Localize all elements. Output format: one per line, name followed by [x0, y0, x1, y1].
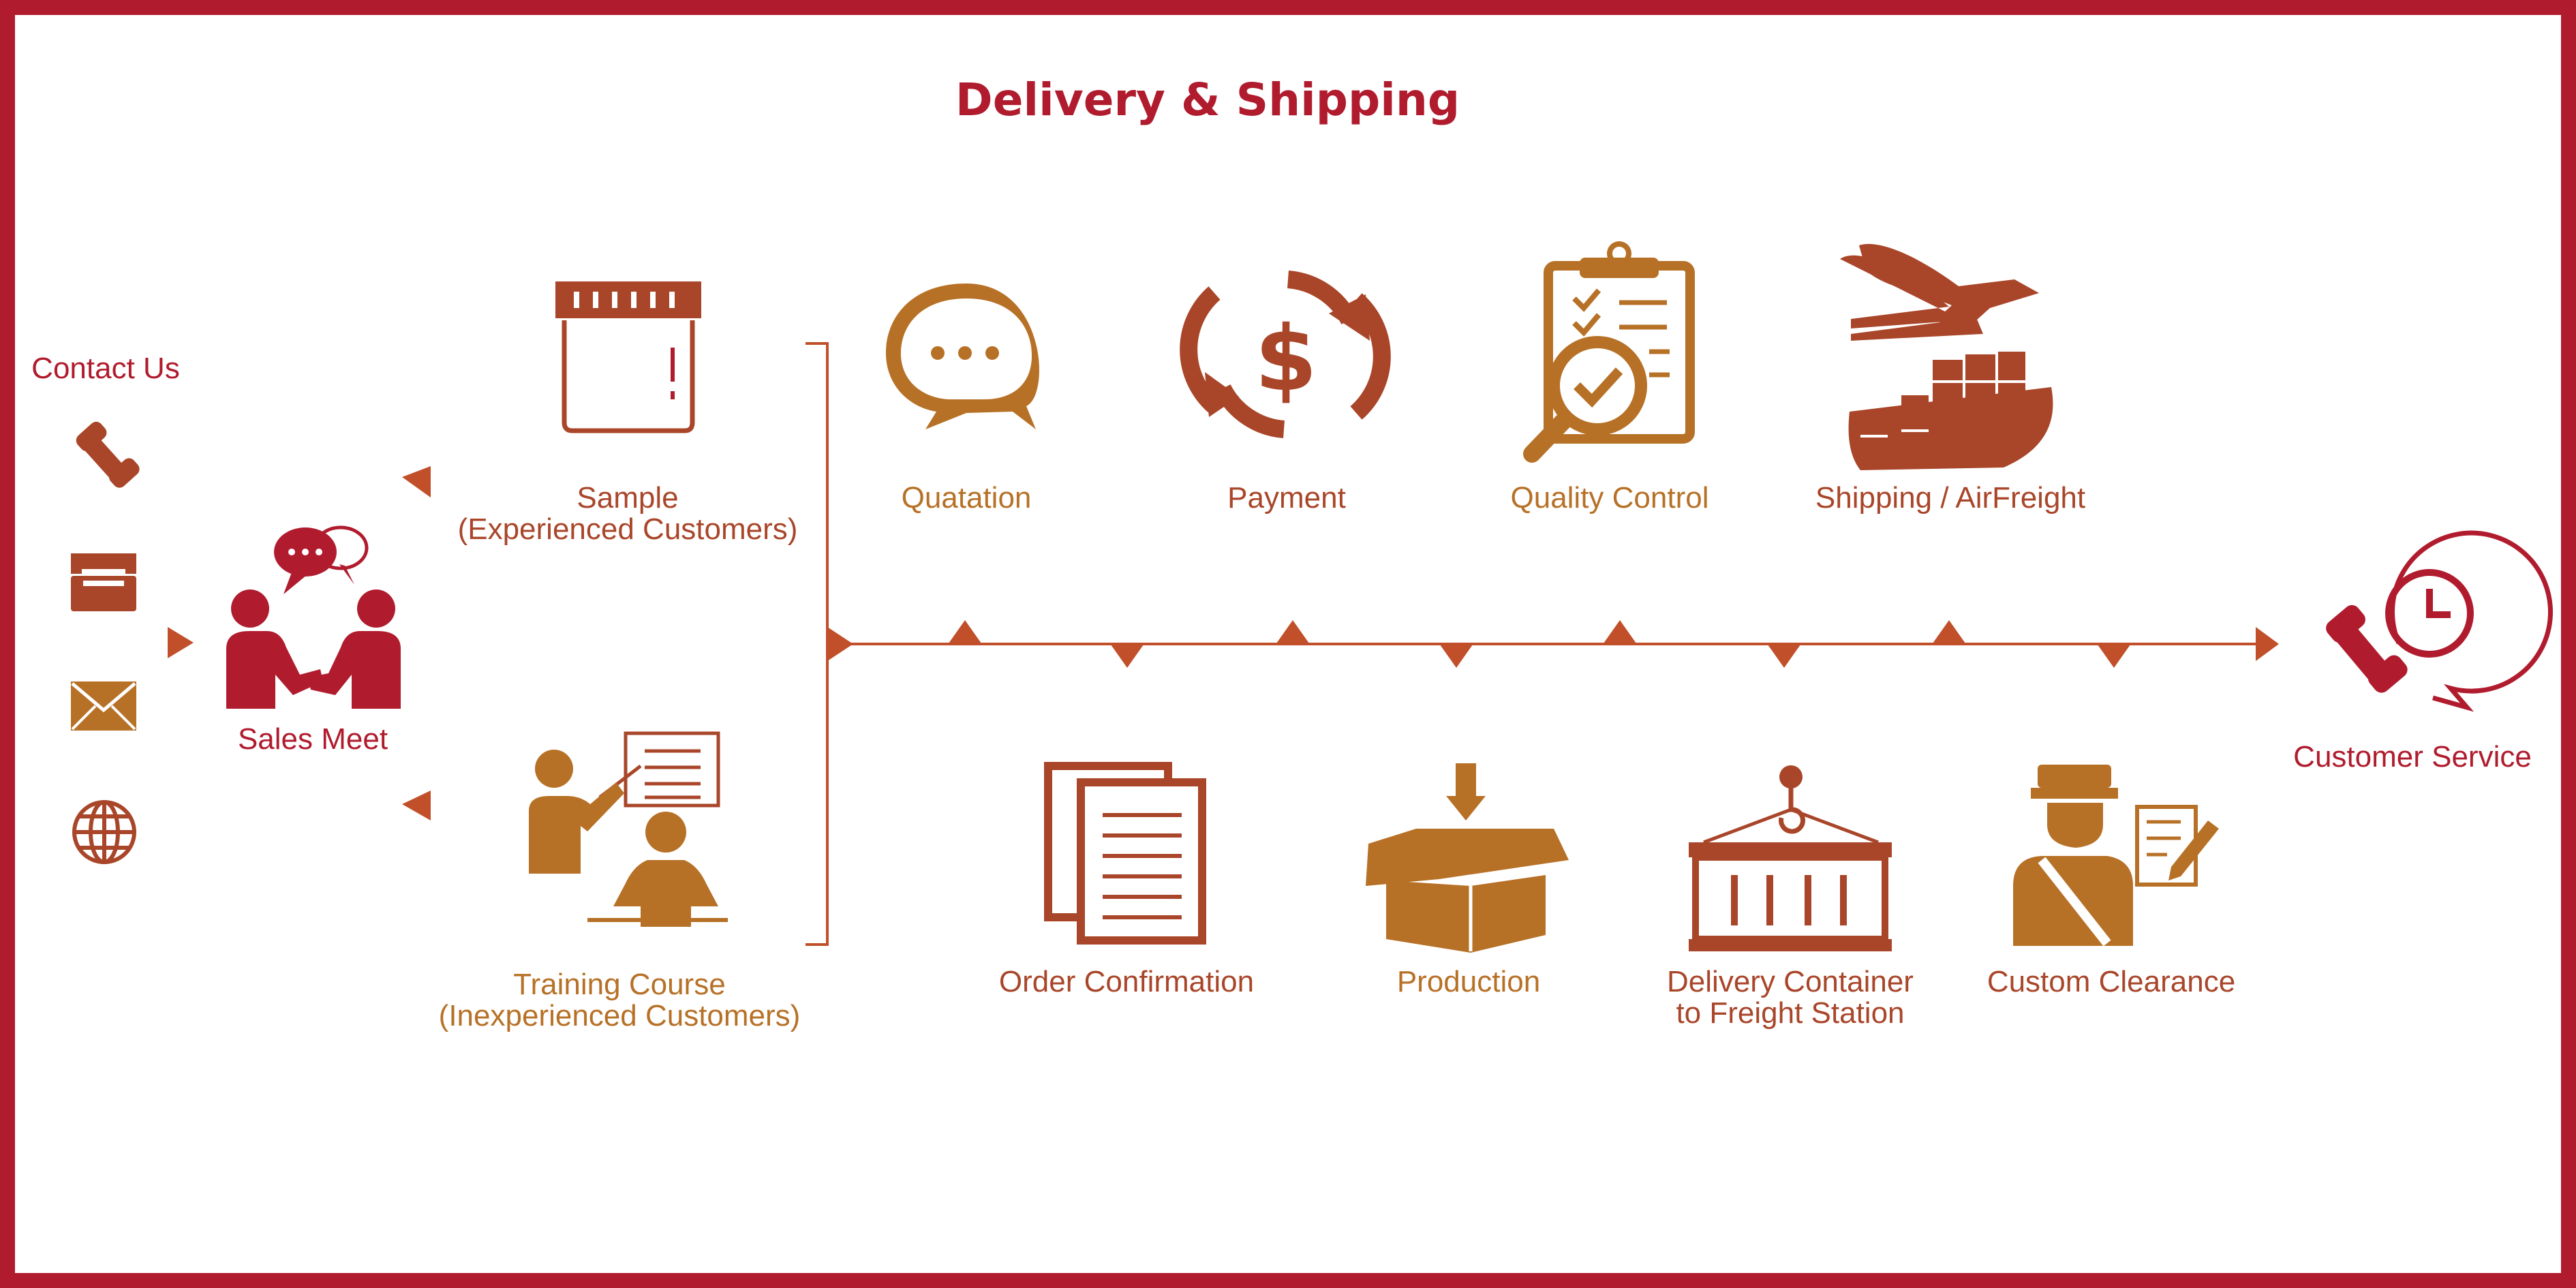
- customs-officer-icon: [2013, 765, 2219, 946]
- training-label: Training Course (Inexperienced Customers…: [439, 969, 801, 1032]
- step-production-label: Production: [1397, 966, 1540, 998]
- sample-title: Sample: [458, 482, 798, 514]
- step-quality-control-label: Quality Control: [1510, 482, 1708, 514]
- sample-jar-icon: [555, 281, 701, 431]
- svg-text:$: $: [1255, 307, 1317, 412]
- sample-label: Sample (Experienced Customers): [458, 482, 798, 545]
- documents-icon: [1048, 766, 1202, 940]
- arrow-to-sample: [402, 466, 431, 497]
- dollar-cycle-icon: $: [1189, 279, 1382, 429]
- step-quatation-label: Quatation: [902, 482, 1032, 514]
- customer-service-label: Customer Service: [2293, 741, 2532, 773]
- step-order-confirmation-label: Order Confirmation: [999, 966, 1254, 998]
- step-shipping-label: Shipping / AirFreight: [1815, 482, 2085, 514]
- sales-meet-label: Sales Meet: [238, 724, 388, 755]
- plane-ship-icon: [1840, 244, 2053, 470]
- open-box-icon: [1366, 763, 1569, 953]
- arrow-to-sales-meet: [168, 627, 194, 658]
- marker-up: [949, 620, 981, 643]
- clipboard-magnifier-icon: [1532, 244, 1690, 454]
- marker-up: [1604, 620, 1636, 643]
- delivery-container-line1: Delivery Container: [1667, 966, 1914, 998]
- speech-bubble-icon: [886, 283, 1039, 429]
- marker-down: [1768, 645, 1800, 668]
- marker-down: [1440, 645, 1473, 668]
- handshake-chat-icon: [226, 527, 401, 709]
- diagram-title: Delivery & Shipping: [955, 76, 1460, 123]
- arrow-to-training: [402, 791, 431, 821]
- contact-us-heading: Contact Us: [31, 353, 180, 384]
- phone-icon: [74, 419, 142, 491]
- delivery-container-line2: to Freight Station: [1667, 998, 1914, 1029]
- phone-clock-bubble-icon: [2322, 533, 2550, 707]
- marker-down: [1111, 645, 1144, 668]
- training-subtitle: (Inexperienced Customers): [439, 1000, 801, 1032]
- step-payment-label: Payment: [1227, 482, 1346, 514]
- step-custom-clearance-label: Custom Clearance: [1987, 966, 2235, 998]
- sample-subtitle: (Experienced Customers): [458, 514, 798, 545]
- globe-icon: [74, 802, 134, 862]
- step-delivery-container-label: Delivery Container to Freight Station: [1667, 966, 1914, 1029]
- training-title: Training Course: [439, 969, 801, 1000]
- bracket-line: [806, 343, 827, 945]
- fax-icon: [71, 553, 136, 611]
- container-hook-icon: [1689, 765, 1892, 951]
- mail-icon: [71, 681, 136, 731]
- teacher-presentation-icon: [529, 733, 728, 927]
- marker-up: [1276, 620, 1309, 643]
- timeline-end-arrow: [2256, 627, 2279, 661]
- marker-down: [2098, 645, 2130, 668]
- marker-up: [1933, 620, 1965, 643]
